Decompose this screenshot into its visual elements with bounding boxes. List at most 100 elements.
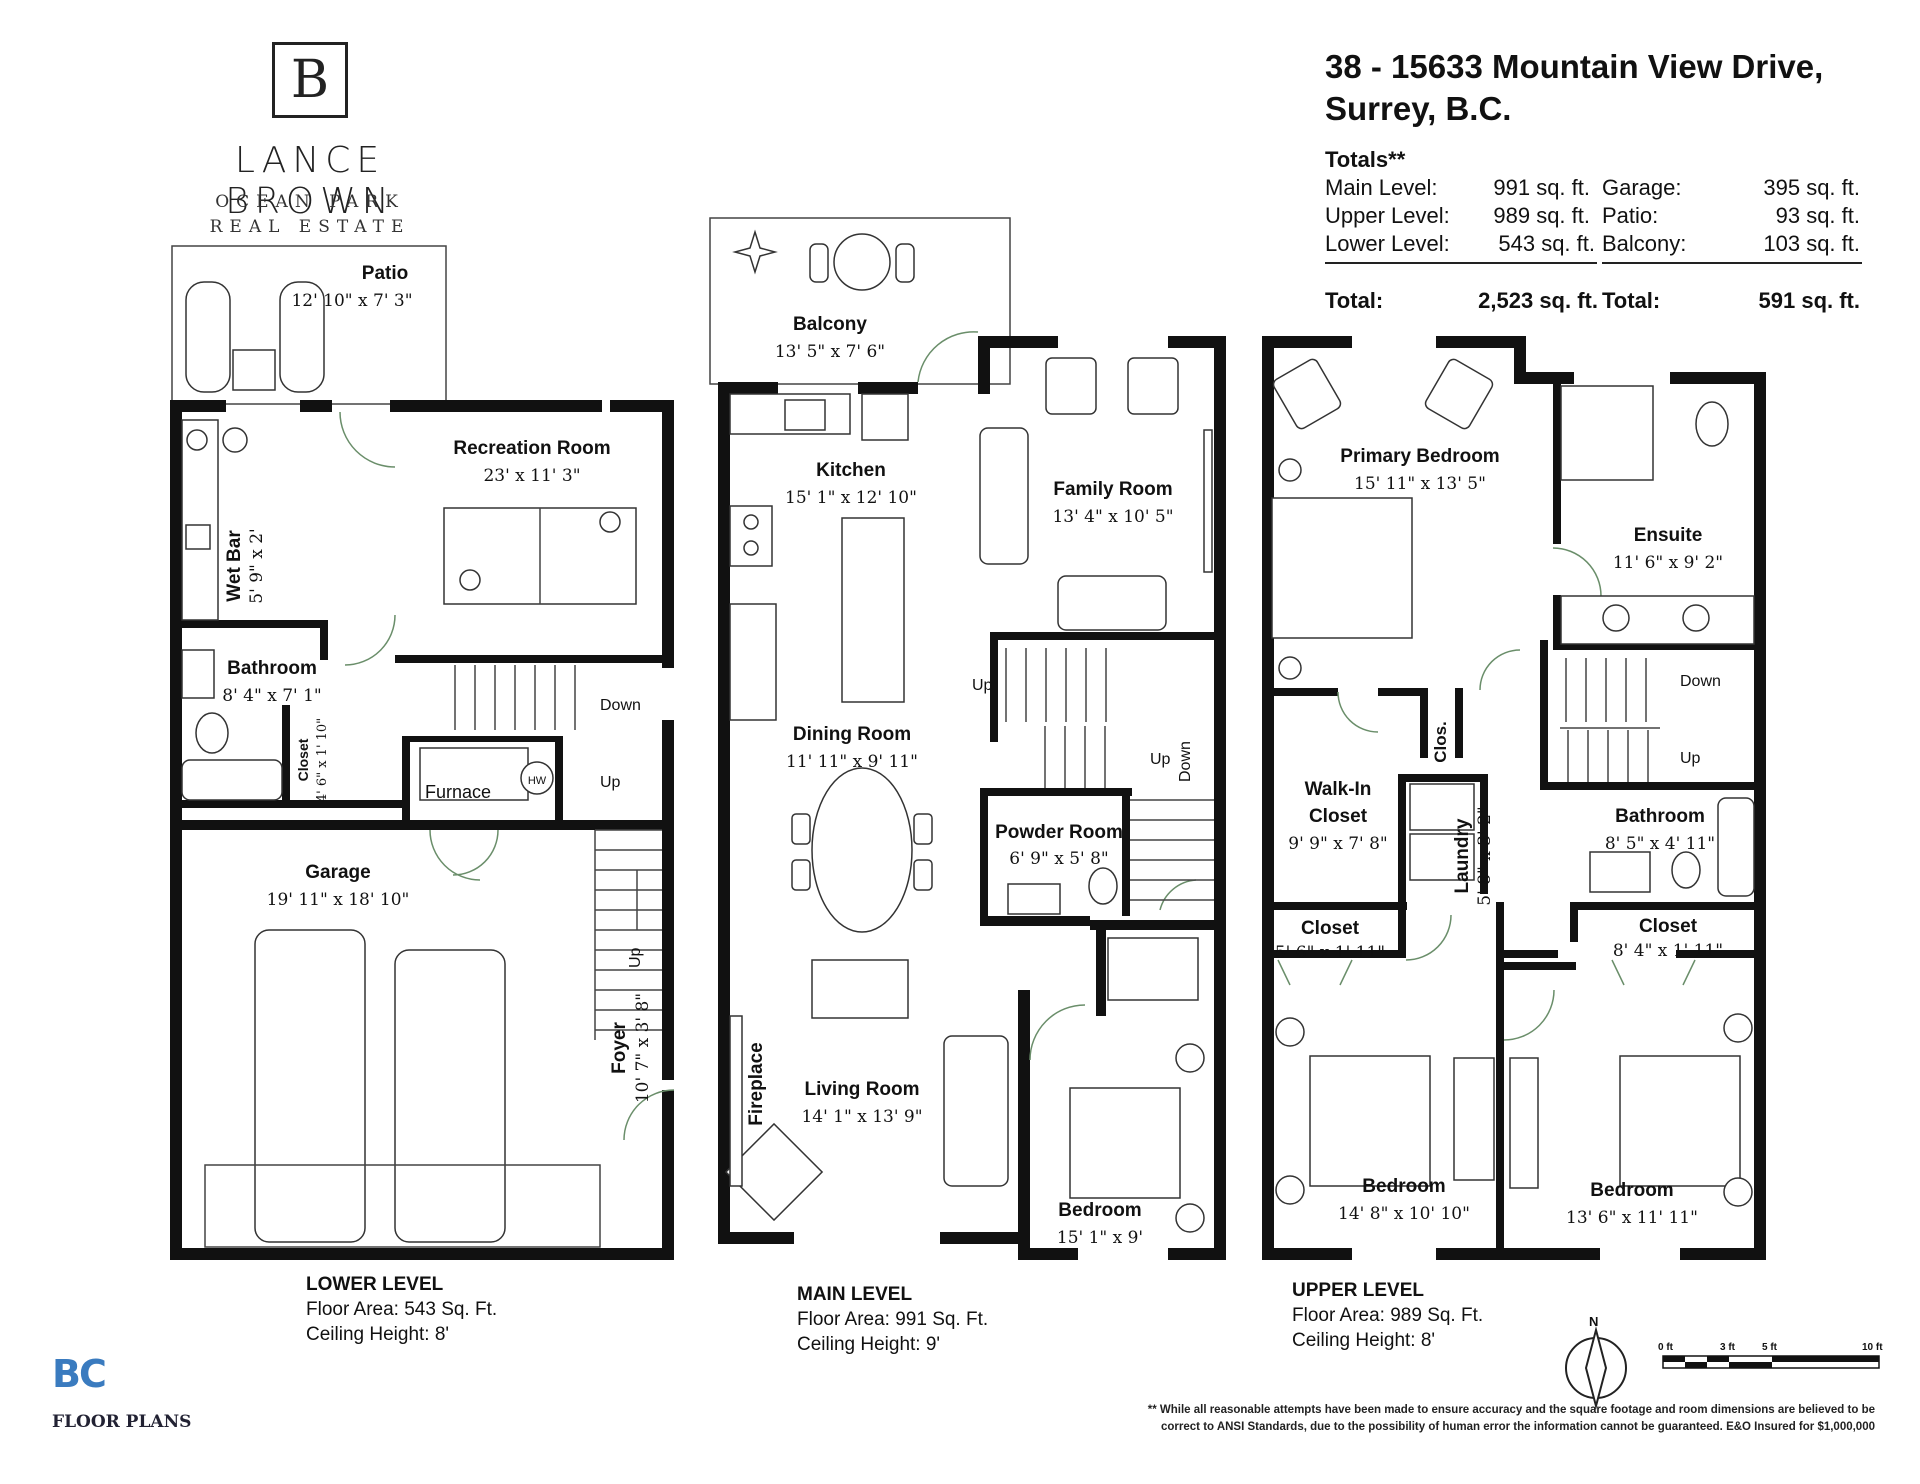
scale-tick-label: 5 ft <box>1762 1342 1778 1353</box>
wall <box>170 1248 674 1260</box>
wall <box>1570 902 1766 910</box>
kitchen-cabinet <box>729 603 777 721</box>
wall <box>1398 890 1406 954</box>
closet-door <box>1277 959 1353 986</box>
total-row-value: 989 sq. ft. <box>1493 203 1590 228</box>
compass-rose <box>1565 1326 1627 1410</box>
total-row-value: 395 sq. ft. <box>1763 175 1860 200</box>
tv <box>1203 429 1213 573</box>
car <box>254 929 366 1243</box>
bathtub <box>1717 797 1755 897</box>
stair-down-label: Down <box>600 697 641 714</box>
room-dim: 10' 7" x 3' 8" <box>633 993 653 1103</box>
wall <box>1553 642 1766 650</box>
wall <box>1262 336 1352 348</box>
total-row-label: Lower Level: <box>1325 231 1450 256</box>
room-name: Foyer <box>609 1022 630 1074</box>
nightstand-lamp <box>1723 1013 1753 1043</box>
armchair <box>1045 357 1097 415</box>
wall <box>858 382 918 394</box>
room-dim: 23' x 11' 3" <box>483 466 580 486</box>
disclaimer-line1: ** While all reasonable attempts have be… <box>1147 1404 1875 1416</box>
wall <box>1420 688 1428 758</box>
wall <box>282 705 290 805</box>
room-dim: 5' 8" x 3' 2" <box>1475 806 1495 905</box>
room-dim: 8' 4" x 7' 1" <box>222 686 321 706</box>
vanity <box>1560 595 1755 645</box>
wall <box>1018 990 1030 1260</box>
wall <box>1570 902 1578 942</box>
upper-level-caption: UPPER LEVEL Floor Area: 989 Sq. Ft. Ceil… <box>1292 1278 1483 1353</box>
wall <box>1496 962 1576 970</box>
wall <box>1398 774 1406 894</box>
wall <box>980 788 1132 796</box>
closet-door <box>1611 959 1696 986</box>
totals-table: Totals** Main Level: 991 sq. ft. Upper L… <box>1325 145 1885 325</box>
toilet <box>195 712 229 754</box>
sofa <box>979 427 1029 565</box>
total-row-label: Garage: <box>1602 175 1682 200</box>
level-area: Floor Area: 989 Sq. Ft. <box>1292 1305 1484 1326</box>
wall <box>1262 688 1338 696</box>
chair <box>913 813 933 845</box>
coffee-table <box>811 959 909 1019</box>
wall <box>1514 372 1574 384</box>
stairs-upper <box>1560 658 1660 782</box>
fireplace-unit <box>729 1015 743 1187</box>
disclaimer-line2: correct to ANSI Standards, due to the po… <box>1161 1421 1875 1433</box>
paddle <box>459 569 481 591</box>
lower-level-plan <box>170 245 675 1260</box>
dresser <box>1509 1057 1539 1189</box>
level-ceiling: Ceiling Height: 8' <box>306 1324 450 1345</box>
room-name: Bathroom <box>1615 806 1705 827</box>
door-swing <box>1159 879 1197 911</box>
burner <box>743 514 759 530</box>
room-name: Clos. <box>1431 721 1450 763</box>
scale-bar <box>1662 1355 1880 1369</box>
powder-sink <box>1007 883 1061 915</box>
wet-bar-sink <box>185 524 211 550</box>
furnace-unit <box>419 747 529 801</box>
sink <box>1682 604 1710 632</box>
door-swing <box>623 1089 675 1141</box>
wall <box>1510 1248 1600 1260</box>
wall <box>1553 384 1561 544</box>
room-name: Patio <box>362 263 408 284</box>
wall <box>1018 1248 1078 1260</box>
room-dim: 11' 6" x 9' 2" <box>1613 553 1723 573</box>
upper-level-plan <box>1262 336 1766 1260</box>
level-name: LOWER LEVEL <box>306 1274 444 1295</box>
brand-logo-mark: B <box>272 42 348 118</box>
wall <box>300 400 332 412</box>
bed <box>1309 1055 1431 1187</box>
address-line2: Surrey, B.C. <box>1325 90 1512 127</box>
room-name: Fireplace <box>746 1042 767 1125</box>
wall <box>1168 1248 1226 1260</box>
totals-divider <box>1602 262 1862 264</box>
dresser <box>1453 1057 1495 1181</box>
stair-up-label: Up <box>1680 750 1701 767</box>
sink <box>1602 604 1630 632</box>
shower <box>1560 385 1654 481</box>
room-dim: 5' 6" x 1' 11" <box>1275 943 1385 963</box>
stair-up-label: Up <box>1150 751 1171 768</box>
wall <box>1214 336 1226 1260</box>
total-row-label: Upper Level: <box>1325 203 1450 228</box>
room-name: Walk-In <box>1305 779 1372 800</box>
property-address: 38 - 15633 Mountain View Drive, Surrey, … <box>1325 46 1823 130</box>
scale-tick-label: 0 ft <box>1658 1342 1674 1353</box>
door-swing <box>1029 1004 1086 1061</box>
sink <box>1589 851 1651 893</box>
door-swing <box>1405 914 1452 961</box>
total-row-value: 991 sq. ft. <box>1493 175 1590 200</box>
room-name: Garage <box>305 862 370 883</box>
totals-divider <box>1325 262 1597 264</box>
room-name: Closet <box>1309 806 1368 827</box>
sofa <box>1057 575 1167 631</box>
kitchen-sink <box>784 399 826 431</box>
room-name: Laundry <box>1452 818 1473 893</box>
stair-up-label: Up <box>972 677 993 694</box>
wall <box>990 632 998 742</box>
room-name: Recreation Room <box>453 438 610 459</box>
